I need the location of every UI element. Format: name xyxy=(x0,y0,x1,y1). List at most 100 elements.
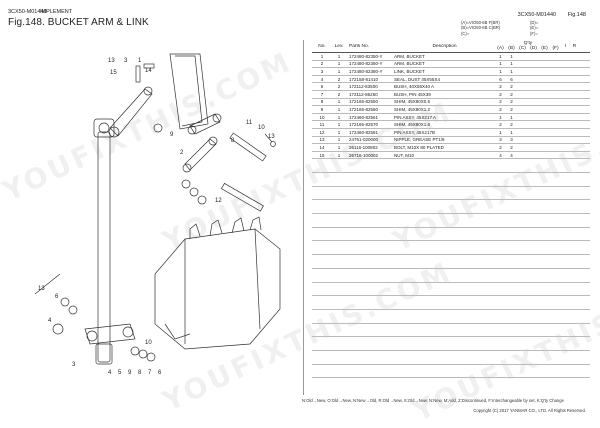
bucket-outline xyxy=(154,228,281,350)
cell-lev: 1 xyxy=(337,53,341,59)
divider xyxy=(303,40,304,395)
cell-desc: NIPPLE, GREASE PT1/8 xyxy=(394,137,445,143)
col-qty: Q'ty (A) (B) (C) (D) (E) (F) xyxy=(495,41,561,51)
callout-4b: 4 xyxy=(108,370,112,376)
cell-desc: PIN ASSY, 45X217 A xyxy=(394,114,436,120)
col-i: I xyxy=(564,43,567,49)
cell-desc: NUT, M10 xyxy=(394,152,415,158)
right-fig-number: Fig.148 xyxy=(567,12,586,18)
model-code: 3CX50-M01440 xyxy=(8,9,47,15)
empty-row xyxy=(312,310,590,324)
qty-a-head: (A) xyxy=(497,46,504,51)
empty-row xyxy=(312,365,590,379)
callout-13: 13 xyxy=(108,58,115,64)
copyright: Copyright (C) 2017 YANMAR CO., LTD. All … xyxy=(473,408,586,413)
pin-assy xyxy=(229,132,267,162)
callout-9b: 9 xyxy=(128,370,132,376)
cell-lev: 1 xyxy=(337,137,341,143)
cell-pn: 172460-82581 xyxy=(349,129,379,135)
cell-no: 9 xyxy=(320,106,324,112)
exploded-parts-diagram: 13 3 1 14 15 11 10 8 9 2 12 13 6 4 4 5 9… xyxy=(34,53,281,376)
cell-pn: 172112-83500 xyxy=(349,84,378,90)
legend-a: (A)=VIO50-6B F(BR) xyxy=(461,20,500,25)
empty-row xyxy=(312,241,590,256)
cell-no: 15 xyxy=(319,152,325,158)
col-lev: Lev. xyxy=(334,43,344,49)
cell-a: 4 xyxy=(499,152,502,158)
cell-desc: BUSH, PIN 45X39 xyxy=(394,91,431,97)
cell-a: 2 xyxy=(499,122,502,128)
callout-8b: 8 xyxy=(138,370,142,376)
cell-pn: 172165-82570 xyxy=(349,122,379,128)
qty-d-head: (D) xyxy=(530,46,537,51)
cell-a: 3 xyxy=(499,137,502,143)
cell-desc: BOLT, M10X 80 PLATED xyxy=(394,144,444,150)
col-no: No. xyxy=(318,43,326,49)
change-code-legend: N:Old→New, O:Old→New, N:New→Old, R:Old→N… xyxy=(302,398,564,403)
cell-pn: 172460-82561 xyxy=(349,114,379,120)
cell-no: 8 xyxy=(320,99,324,105)
cell-b: 2 xyxy=(510,91,513,97)
cell-b: 2 xyxy=(510,122,513,128)
callout-7: 7 xyxy=(148,370,152,376)
empty-row xyxy=(312,214,590,228)
category-label: IMPLEMENT xyxy=(40,9,73,15)
empty-row xyxy=(312,283,590,297)
cell-pn: 172480-82380-Y xyxy=(349,68,383,74)
callout-10b: 10 xyxy=(145,340,152,346)
callout-1: 1 xyxy=(138,58,142,64)
cell-a: 2 xyxy=(499,106,502,112)
cell-pn: 26716-100002 xyxy=(349,152,379,158)
cell-no: 7 xyxy=(320,91,324,97)
cell-a: 2 xyxy=(499,144,502,150)
callout-9: 9 xyxy=(170,132,174,138)
cell-desc: ARM, BUCKET xyxy=(394,53,425,59)
empty-row xyxy=(312,159,590,173)
bucket-arm-part xyxy=(109,88,153,137)
cell-b: 1 xyxy=(510,129,513,135)
cell-desc: LINK, BUCKET xyxy=(394,68,425,74)
qty-e-head: (E) xyxy=(541,46,548,51)
cell-b: 1 xyxy=(510,53,513,59)
callout-11: 11 xyxy=(246,120,253,126)
cell-lev: 1 xyxy=(337,114,341,120)
qty-label: Q'ty xyxy=(523,41,533,46)
cell-no: 12 xyxy=(319,129,325,135)
table-empty-rows xyxy=(312,159,590,379)
cell-lev: 1 xyxy=(337,106,341,112)
table-header: No. Lev. Parts No. Description Q'ty (A) … xyxy=(312,40,590,53)
cell-no: 2 xyxy=(320,61,324,67)
cell-no: 14 xyxy=(319,144,325,150)
col-partno: Parts No. xyxy=(349,43,369,49)
cell-lev: 1 xyxy=(337,68,341,74)
callout-15: 15 xyxy=(110,70,117,76)
cell-desc: SHIM, 45X80X1.2 xyxy=(394,106,431,112)
cell-b: 2 xyxy=(510,106,513,112)
empty-row xyxy=(312,337,590,351)
cell-pn: 172165-82560 xyxy=(349,106,379,112)
cell-b: 1 xyxy=(510,68,513,74)
cell-lev: 1 xyxy=(337,99,341,105)
cell-b: 1 xyxy=(510,114,513,120)
empty-row xyxy=(312,200,590,215)
cell-no: 13 xyxy=(319,137,325,143)
cell-a: 6 xyxy=(499,76,502,82)
cell-lev: 1 xyxy=(337,129,341,135)
cell-desc: PIN ASSY, 45X217B xyxy=(394,129,435,135)
empty-row xyxy=(312,187,590,201)
cell-b: 2 xyxy=(510,84,513,90)
cell-desc: BUSH, 40X55X40 A xyxy=(394,84,435,90)
cell-desc: SHIM, 45X80X0.5 xyxy=(394,99,431,105)
col-r: R xyxy=(572,43,577,49)
empty-row xyxy=(312,324,590,338)
cell-desc: SHIM, 45X80X1.6 xyxy=(394,122,431,128)
callout-6: 6 xyxy=(55,294,59,300)
cell-lev: 2 xyxy=(337,84,341,90)
